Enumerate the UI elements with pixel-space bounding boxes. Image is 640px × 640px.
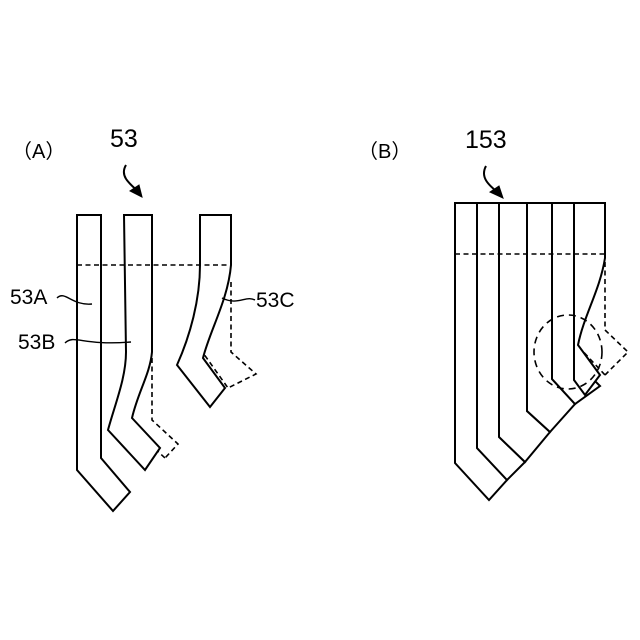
ref-153-label: 153 [465, 126, 507, 154]
strip-153-6 [574, 203, 605, 395]
panel-a: （A） 53 53A 53B 53C [10, 125, 295, 511]
panel-b-label: （B） [358, 140, 411, 163]
panel-a-label: （A） [12, 140, 65, 163]
panel-b: （B） 153 [358, 126, 628, 500]
callout-53a-label: 53A [10, 286, 47, 309]
callout-53c-label: 53C [256, 289, 295, 312]
strip-53c [177, 215, 231, 407]
strip-53a [77, 215, 130, 511]
callout-53b-label: 53B [18, 331, 55, 354]
ref-53-label: 53 [110, 125, 138, 153]
callout-53c-leader [222, 298, 255, 301]
